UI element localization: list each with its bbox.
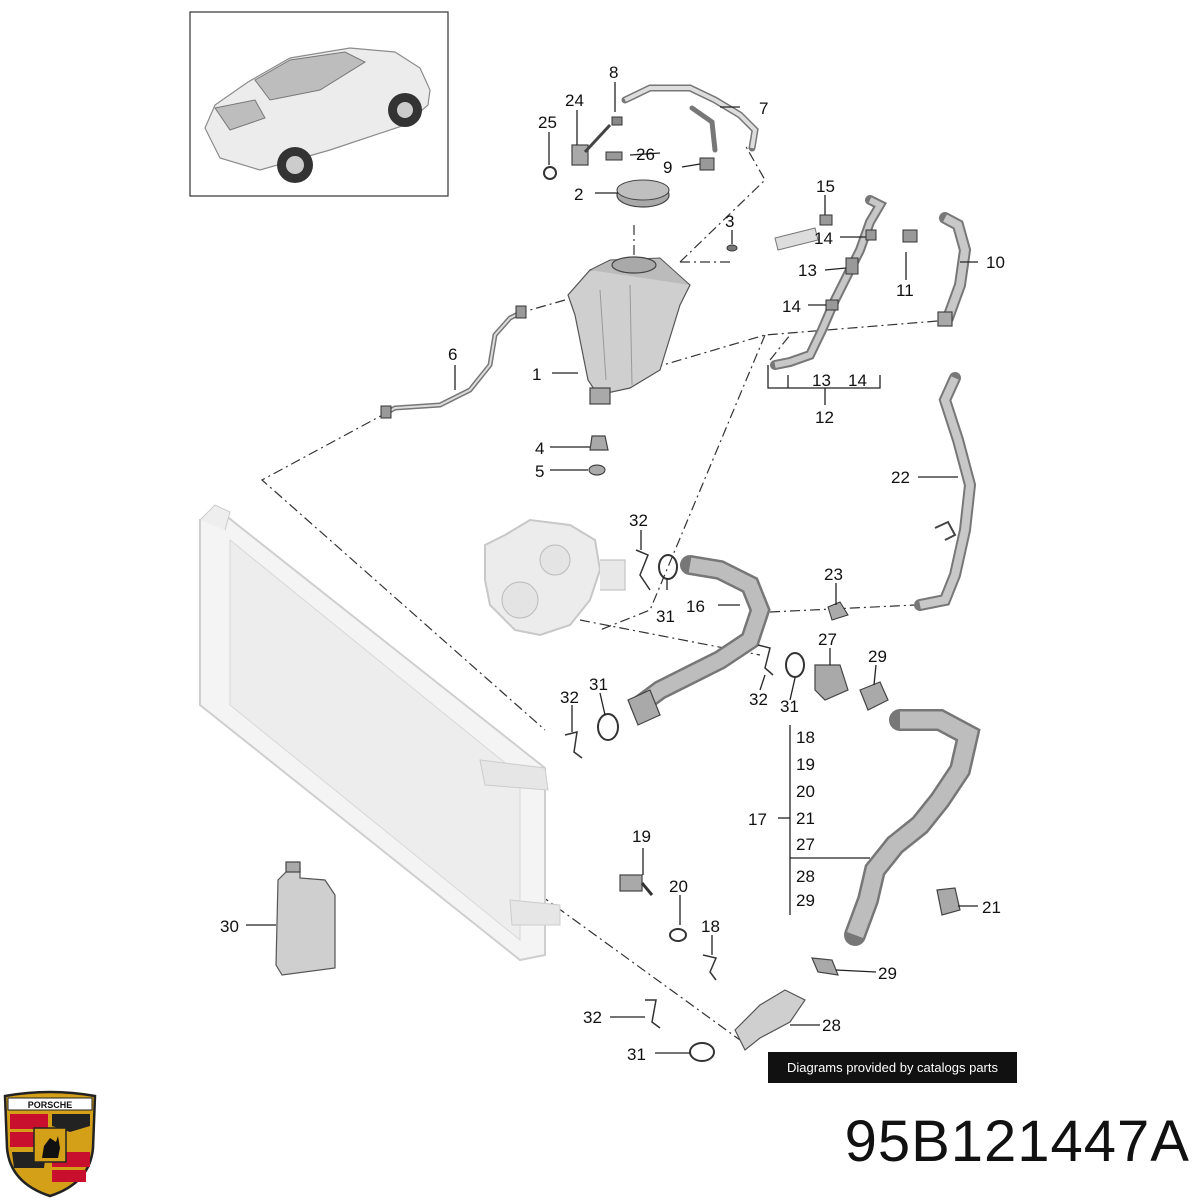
callout-23: 23 bbox=[824, 565, 843, 584]
callout-26: 26 bbox=[636, 145, 655, 164]
callout-8: 8 bbox=[609, 63, 618, 82]
callout-28-list: 28 bbox=[796, 867, 815, 886]
temperature-sensor bbox=[619, 874, 654, 896]
callout-27-list: 27 bbox=[796, 835, 815, 854]
credit-text: Diagrams provided by catalogs parts bbox=[787, 1060, 998, 1075]
small-fittings bbox=[588, 244, 738, 476]
leader-lines bbox=[246, 82, 978, 1054]
coolant-line-6 bbox=[380, 305, 527, 419]
callout-21-list: 21 bbox=[796, 809, 815, 828]
callout-13b: 13 bbox=[798, 261, 817, 280]
callout-20-list: 20 bbox=[796, 782, 815, 801]
callout-29-list: 29 bbox=[796, 891, 815, 910]
callout-4: 4 bbox=[535, 439, 544, 458]
callout-31c: 31 bbox=[780, 697, 799, 716]
callout-labels: 1 2 3 4 5 6 7 8 10 11 12 13 14 15 14 13 … bbox=[220, 63, 1005, 1064]
callout-31a: 31 bbox=[656, 607, 675, 626]
logo-text: PORSCHE bbox=[28, 1100, 73, 1110]
callout-18-list: 18 bbox=[796, 728, 815, 747]
porsche-crest-logo: PORSCHE bbox=[3, 1090, 97, 1198]
callout-2: 2 bbox=[574, 185, 583, 204]
connectors-lower bbox=[734, 664, 961, 1051]
vehicle-inset bbox=[189, 11, 449, 197]
callout-19-list: 19 bbox=[796, 755, 815, 774]
callout-5: 5 bbox=[535, 462, 544, 481]
hose-10 bbox=[937, 212, 972, 327]
callout-32a: 32 bbox=[629, 511, 648, 530]
callout-11: 11 bbox=[896, 281, 914, 300]
hose-17 bbox=[844, 709, 981, 946]
expansion-tank bbox=[567, 256, 691, 405]
credit-badge: Diagrams provided by catalogs parts bbox=[768, 1052, 1017, 1083]
callout-10: 10 bbox=[986, 253, 1005, 272]
callout-6: 6 bbox=[448, 345, 457, 364]
callout-20: 20 bbox=[669, 877, 688, 896]
callout-7: 7 bbox=[759, 99, 768, 118]
tank-cap bbox=[616, 179, 670, 208]
thermostat-housing bbox=[484, 518, 626, 637]
callout-31b: 31 bbox=[589, 675, 608, 694]
callout-14c: 14 bbox=[782, 297, 801, 316]
connection-lines bbox=[260, 144, 951, 1041]
callout-25: 25 bbox=[538, 113, 557, 132]
callout-32d: 32 bbox=[583, 1008, 602, 1027]
callout-32c: 32 bbox=[749, 690, 768, 709]
callout-22: 22 bbox=[891, 468, 910, 487]
coolant-bottle bbox=[275, 861, 336, 976]
callout-3: 3 bbox=[725, 212, 734, 231]
callout-1: 1 bbox=[532, 365, 541, 384]
callout-14b: 14 bbox=[814, 229, 833, 248]
callout-19: 19 bbox=[632, 827, 651, 846]
callout-14a: 14 bbox=[848, 371, 867, 390]
callout-31d: 31 bbox=[627, 1045, 646, 1064]
callout-16: 16 bbox=[686, 597, 705, 616]
callout-18: 18 bbox=[701, 917, 720, 936]
callout-30: 30 bbox=[220, 917, 239, 936]
callout-13a: 13 bbox=[812, 371, 831, 390]
callout-17: 17 bbox=[748, 810, 767, 829]
callout-9: 9 bbox=[663, 158, 672, 177]
callout-15: 15 bbox=[816, 177, 835, 196]
callout-32b: 32 bbox=[560, 688, 579, 707]
callout-12: 12 bbox=[815, 408, 834, 427]
part-number: 95B121447A bbox=[844, 1109, 1190, 1174]
callout-28: 28 bbox=[822, 1016, 841, 1035]
callout-29b: 29 bbox=[878, 964, 897, 983]
callout-29a: 29 bbox=[868, 647, 887, 666]
callout-24: 24 bbox=[565, 91, 584, 110]
hose-22 bbox=[914, 372, 977, 611]
radiator bbox=[199, 504, 561, 962]
hose-12 bbox=[770, 195, 918, 370]
callout-21: 21 bbox=[982, 898, 1001, 917]
car-icon bbox=[204, 47, 431, 183]
callout-27a: 27 bbox=[818, 630, 837, 649]
hose-16 bbox=[627, 555, 771, 726]
